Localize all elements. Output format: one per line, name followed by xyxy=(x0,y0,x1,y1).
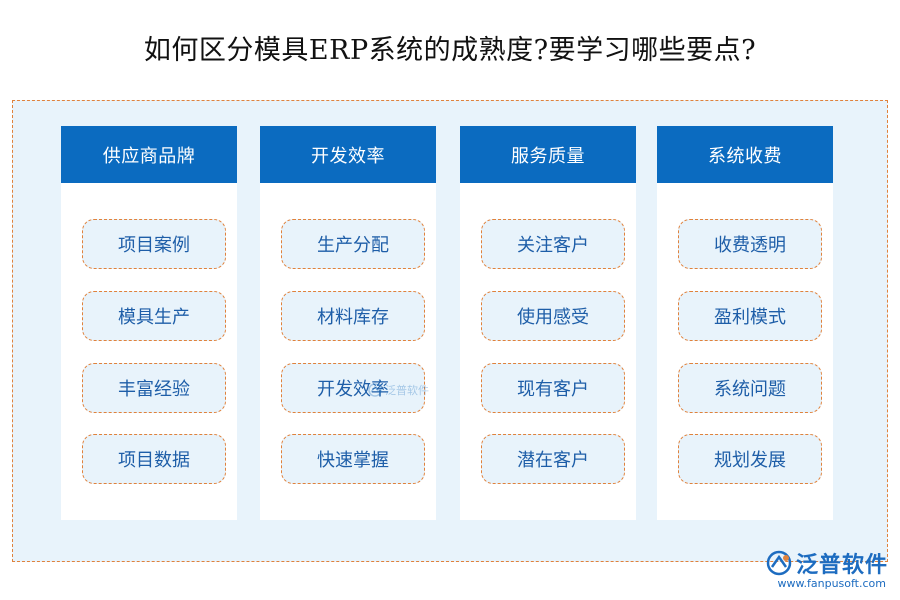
item-box: 现有客户 xyxy=(481,363,625,413)
item-box: 收费透明 xyxy=(678,219,822,269)
item-box: 生产分配 xyxy=(281,219,425,269)
item-box: 使用感受 xyxy=(481,291,625,341)
column-header: 系统收费 xyxy=(657,126,833,183)
item-box: 丰富经验 xyxy=(82,363,226,413)
page-title: 如何区分模具ERP系统的成熟度?要学习哪些要点? xyxy=(143,35,757,66)
logo-url: www.fanpusoft.com xyxy=(777,577,886,590)
column-service-quality: 服务质量 关注客户 使用感受 现有客户 潜在客户 xyxy=(460,126,636,520)
item-box: 关注客户 xyxy=(481,219,625,269)
column-header: 供应商品牌 xyxy=(61,126,237,183)
logo-name: 泛普软件 xyxy=(795,553,888,578)
fanpu-logo-icon xyxy=(368,383,382,397)
fanpu-logo-icon xyxy=(766,550,792,576)
column-header: 服务质量 xyxy=(460,126,636,183)
watermark-text: 泛普软件 xyxy=(385,384,429,397)
item-box: 项目案例 xyxy=(82,219,226,269)
item-box: 系统问题 xyxy=(678,363,822,413)
item-box: 材料库存 xyxy=(281,291,425,341)
item-box: 快速掌握 xyxy=(281,434,425,484)
item-box: 潜在客户 xyxy=(481,434,625,484)
item-box: 模具生产 xyxy=(82,291,226,341)
column-supplier-brand: 供应商品牌 项目案例 模具生产 丰富经验 项目数据 xyxy=(61,126,237,520)
item-box: 盈利模式 xyxy=(678,291,822,341)
column-development-efficiency: 开发效率 生产分配 材料库存 开发效率 快速掌握 xyxy=(260,126,436,520)
brand-logo: 泛普软件 www.fanpusoft.com xyxy=(766,547,888,590)
item-box: 规划发展 xyxy=(678,434,822,484)
column-header: 开发效率 xyxy=(260,126,436,183)
watermark: 泛普软件 xyxy=(368,382,429,398)
item-box: 项目数据 xyxy=(82,434,226,484)
item-box: 开发效率 xyxy=(281,363,425,413)
column-system-fees: 系统收费 收费透明 盈利模式 系统问题 规划发展 xyxy=(657,126,833,520)
